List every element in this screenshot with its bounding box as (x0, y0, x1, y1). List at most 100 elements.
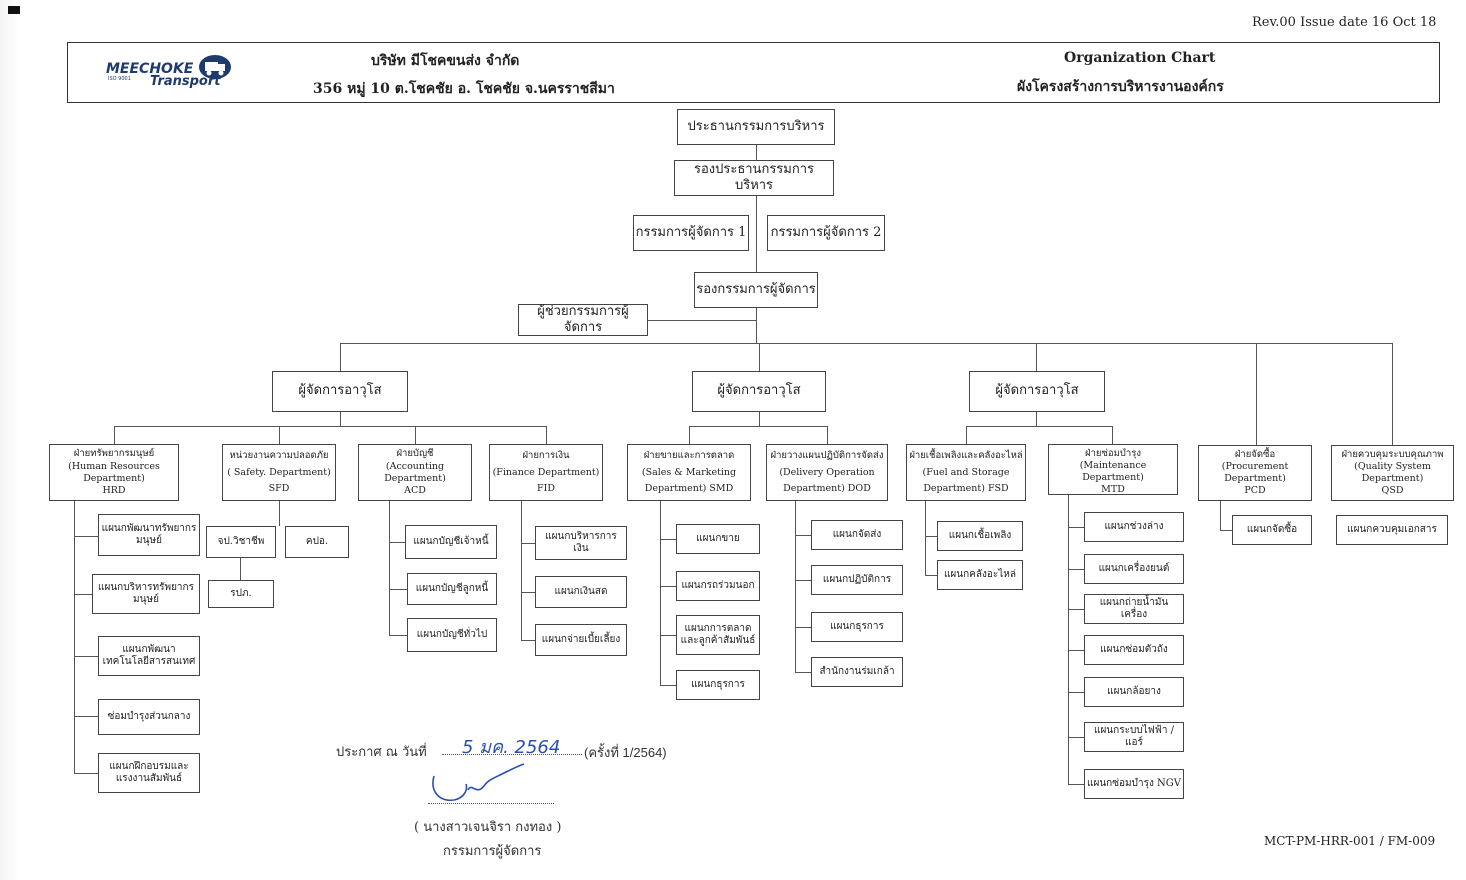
unit-box: สำนักงานร่มเกล้า (811, 657, 903, 687)
unit-box: จป.วิชาชีพ (206, 526, 276, 558)
connector (620, 320, 756, 321)
dept-code: QSD (1381, 485, 1404, 497)
dept-name-en: (Procurement Department) (1221, 461, 1289, 484)
senior-manager-box: ผู้จัดการอาวุโส (692, 371, 826, 412)
dept-code: Department) SMD (644, 482, 734, 494)
chart-title-th: ผังโครงสร้างการบริหารงานองค์กร (1017, 79, 1224, 95)
unit-box: แผนกซ่อมบำรุง NGV (1084, 769, 1184, 799)
managing-director-1-box: กรรมการผู้จัดการ 1 (633, 215, 749, 251)
connector (660, 501, 661, 686)
unit-box: แผนกจ่ายเบี้ยเลี้ยง (535, 624, 627, 656)
assistant-managing-director-box: ผู้ช่วยกรรมการผู้จัดการ (518, 304, 648, 336)
unit-box: แผนกระบบไฟฟ้า / แอร์ (1084, 722, 1184, 752)
signature-dotted-line (428, 803, 554, 804)
dept-name-th: ฝ่ายทรัพยากรมนุษย์ (73, 448, 155, 460)
connector (74, 716, 98, 717)
connector (279, 426, 280, 444)
dept-code: FID (537, 482, 555, 494)
connector (795, 535, 811, 536)
logo-iso: ISO 9001 (108, 76, 131, 82)
department-fsd: ฝ่ายเชื้อเพลิงและคลังอะไหล่ (Fuel and St… (906, 444, 1026, 501)
issue-number: (ครั้งที่ 1/2564) (584, 745, 667, 760)
department-dod: ฝ่ายวางแผนปฏิบัติการจัดส่ง (Delivery Ope… (766, 444, 888, 501)
connector (74, 594, 92, 595)
dept-code: Department) DOD (783, 482, 871, 494)
connector (546, 426, 547, 444)
dept-code: HRD (102, 484, 126, 496)
unit-box: แผนกบริหารการเงิน (535, 526, 627, 560)
connector (521, 640, 535, 641)
logo-text: MEECHOKE (106, 61, 194, 77)
connector (1068, 737, 1084, 738)
unit-box: แผนกบัญชีลูกหนี้ (407, 573, 497, 605)
unit-box: แผนกการตลาดและลูกค้าสัมพันธ์ (676, 615, 760, 655)
department-pcd: ฝ่ายจัดซื้อ (Procurement Department) PCD (1198, 445, 1312, 501)
connector (1036, 343, 1037, 371)
connector (340, 412, 341, 426)
deputy-managing-director-box: รองกรรมการผู้จัดการ (694, 272, 818, 308)
revision-label: Rev.00 Issue date 16 Oct 18 (1252, 15, 1437, 30)
connector (795, 501, 796, 673)
unit-box: ซ่อมบำรุงส่วนกลาง (98, 699, 200, 735)
dept-name-th: หน่วยงานความปลอดภัย (229, 450, 329, 462)
unit-box: แผนกธุรการ (811, 612, 903, 642)
unit-box: แผนกควบคุมเอกสาร (1336, 515, 1448, 545)
dept-name-en: (Maintenance Department) (1079, 459, 1147, 483)
unit-box: แผนกเครื่องยนต์ (1084, 554, 1184, 584)
dept-name-th: ฝ่ายขายและการตลาด (643, 450, 735, 462)
dept-code: SFD (268, 482, 290, 494)
signer-name: ( นางสาวเจนจิรา กงทอง ) (414, 820, 562, 835)
signer-title: กรรมการผู้จัดการ (443, 844, 542, 859)
connector (925, 575, 937, 576)
department-mtd: ฝ่ายซ่อมบำรุง (Maintenance Department) M… (1048, 444, 1178, 495)
unit-box: แผนกซ่อมตัวถัง (1084, 635, 1184, 665)
connector (966, 426, 967, 444)
unit-box: แผนกบริหารทรัพยากรมนุษย์ (92, 574, 200, 614)
connector (74, 536, 98, 537)
dept-name-th: ฝ่ายบัญชี (396, 448, 434, 460)
unit-box: แผนกรถร่วมนอก (676, 571, 760, 601)
dept-name-en: (Sales & Marketing (641, 466, 737, 478)
unit-box: แผนกจัดซื้อ (1232, 515, 1312, 545)
form-code: MCT-PM-HRR-001 / FM-009 (1264, 834, 1436, 848)
chart-title-en: Organization Chart (1064, 50, 1216, 66)
connector (1220, 530, 1232, 531)
unit-box: แผนกจัดส่ง (811, 520, 903, 550)
connector (1036, 412, 1037, 426)
unit-box: แผนกเงินสด (535, 576, 627, 608)
company-name: บริษัท มีโชคขนส่ง จำกัด (371, 53, 520, 69)
dept-name-en: (Finance Department) (492, 466, 600, 478)
connector (389, 589, 407, 590)
connector (795, 580, 811, 581)
connector (1220, 501, 1221, 531)
unit-box: แผนกบัญชีทั่วไป (407, 618, 497, 652)
dept-name-th: ฝ่ายจัดซื้อ (1234, 449, 1276, 461)
connector (389, 501, 390, 636)
signature (432, 763, 525, 801)
connector (827, 426, 828, 444)
company-address: 356 หมู่ 10 ต.โชคชัย อ. โชคชัย จ.นครราชส… (313, 81, 615, 97)
dept-name-en: (Human Resources Department) (68, 460, 160, 484)
connector (759, 343, 760, 371)
unit-box: แผนกขาย (676, 524, 760, 554)
connector (74, 501, 75, 773)
scan-edge (0, 0, 20, 880)
connector (415, 426, 416, 444)
dept-code: PCD (1244, 485, 1266, 497)
dept-name-en: (Quality System Department) (1354, 461, 1431, 484)
chairman-box: ประธานกรรมการบริหาร (677, 109, 835, 145)
connector (1068, 784, 1084, 785)
unit-box: แผนกคลังอะไหล่ (937, 560, 1023, 590)
dept-name-th: ฝ่ายการเงิน (522, 450, 570, 462)
connector (966, 426, 1112, 427)
logo-sub: Transport (150, 74, 221, 89)
connector (1068, 569, 1084, 570)
connector (660, 635, 676, 636)
vice-chairman-box: รองประธานกรรมการบริหาร (674, 160, 834, 196)
scan-mark (8, 6, 20, 14)
connector (756, 145, 757, 343)
unit-box: แผนกพัฒนาทรัพยากรมนุษย์ (98, 514, 200, 556)
connector (660, 685, 676, 686)
dept-name-th: ฝ่ายเชื้อเพลิงและคลังอะไหล่ (909, 450, 1023, 462)
connector (925, 501, 926, 576)
